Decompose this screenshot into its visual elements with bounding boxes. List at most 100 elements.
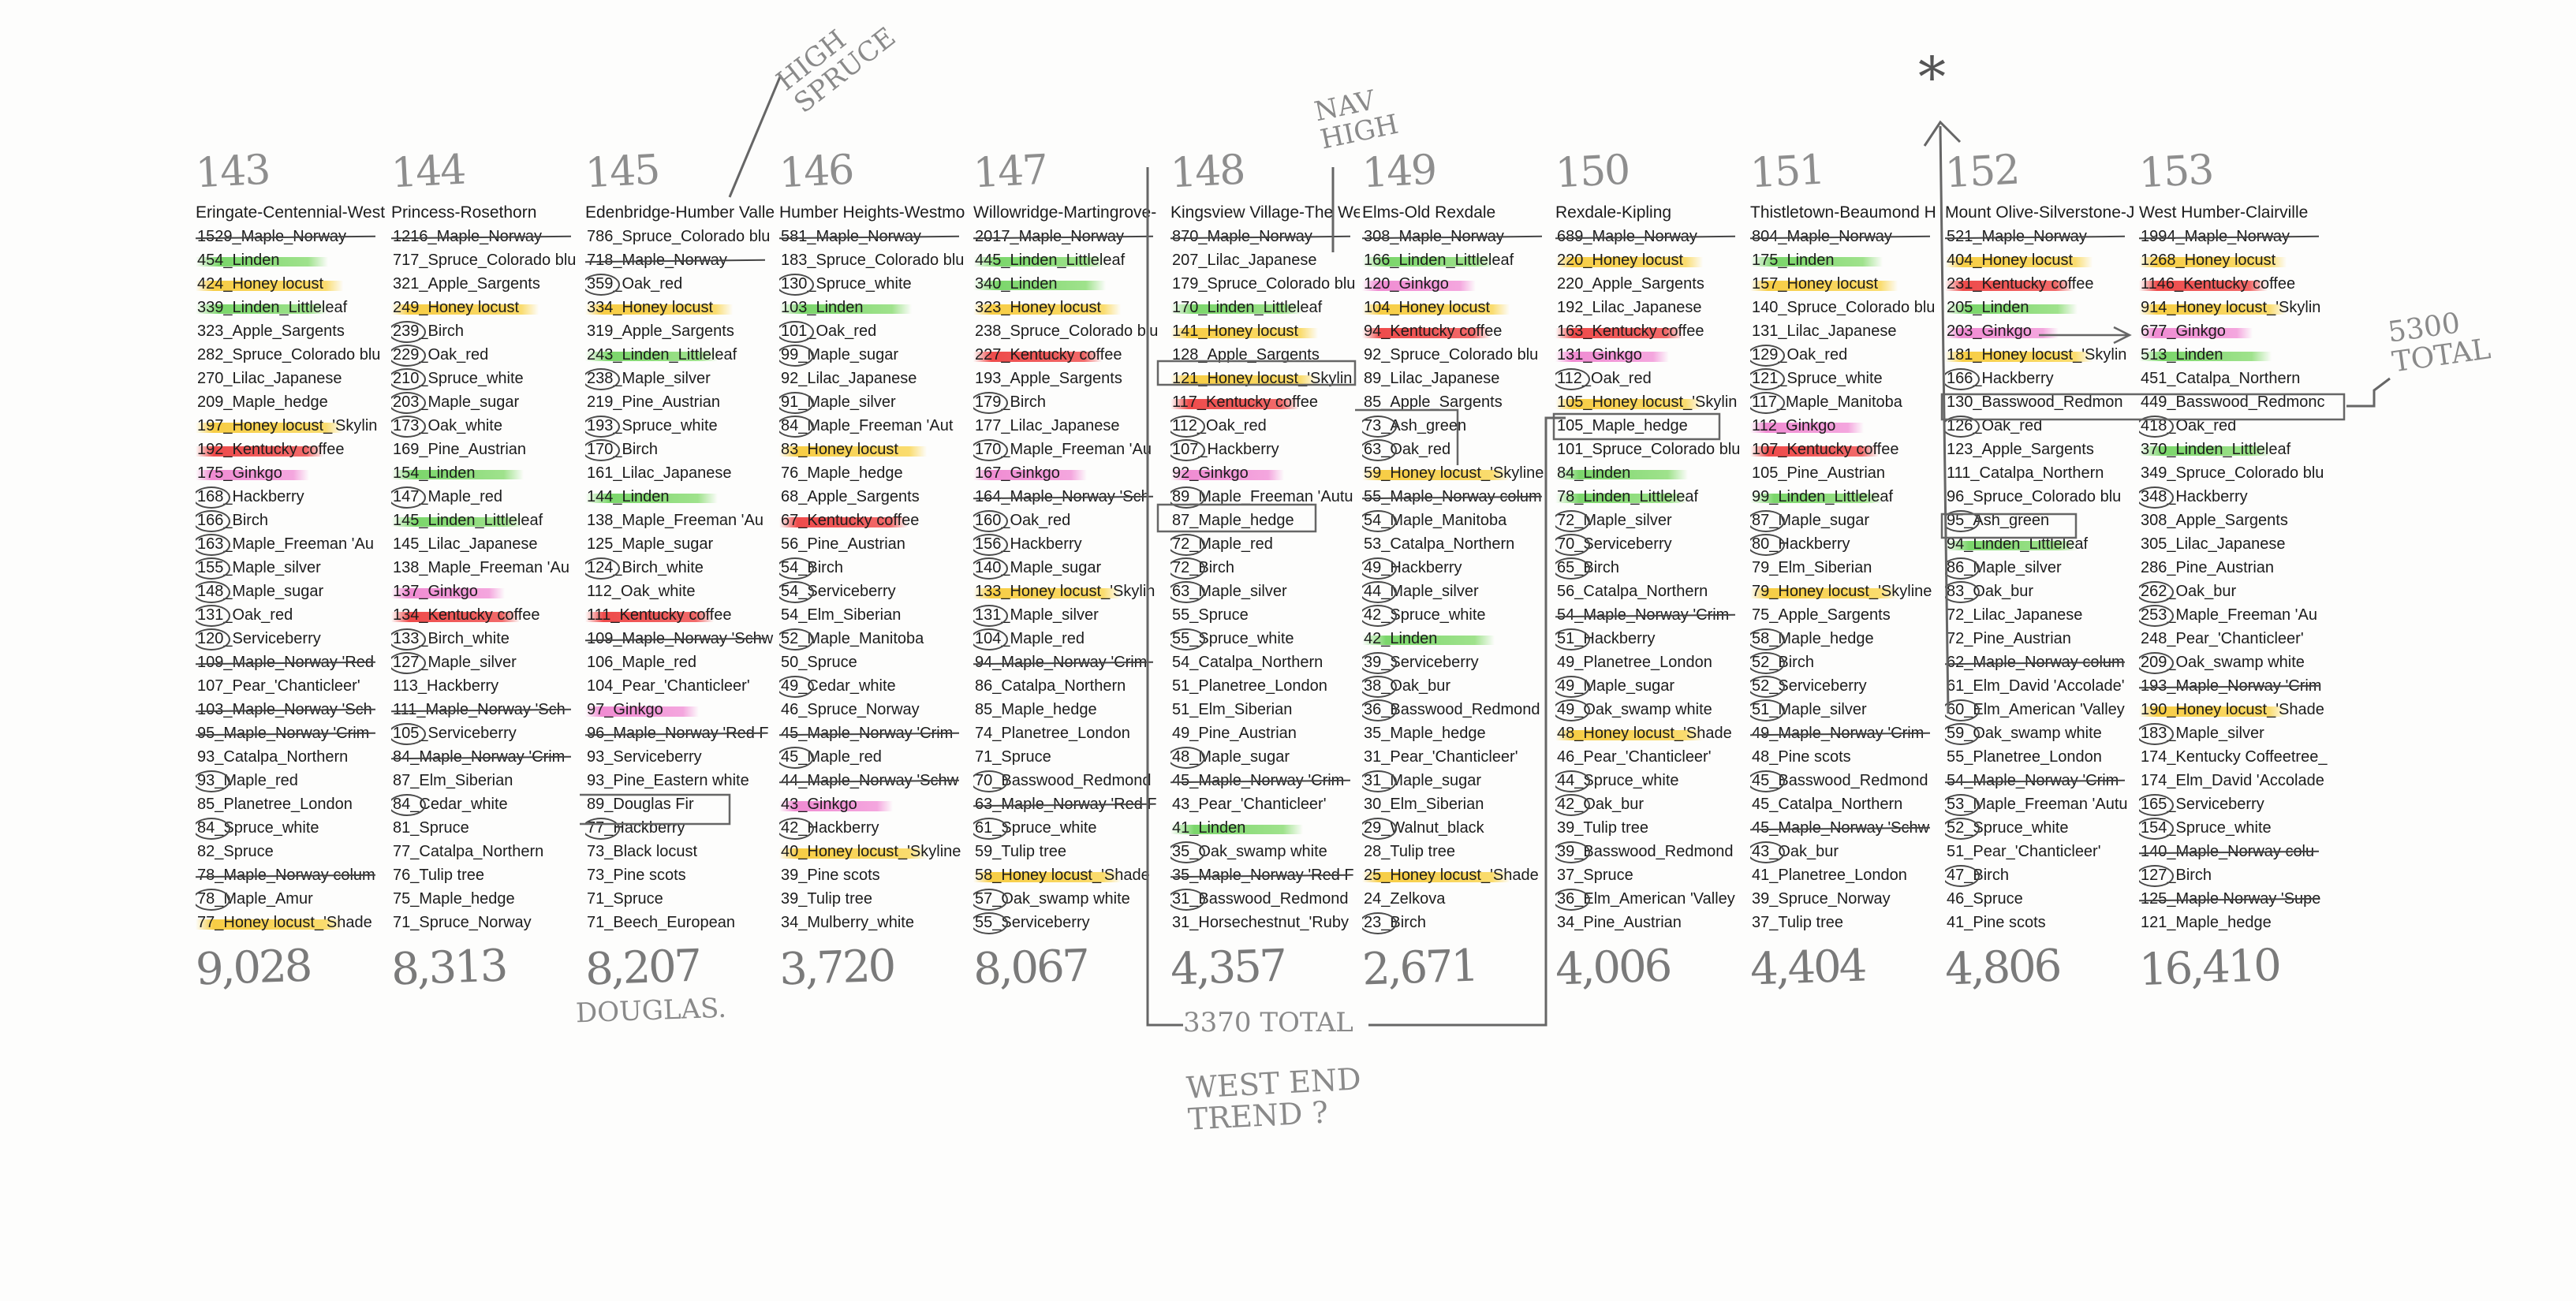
tree-count-row: 181_Honey locust_'Skylin — [1945, 343, 2134, 367]
tree-count-row: 62_Maple_Norway colum — [1945, 650, 2134, 674]
tree-count-row: 120_Ginkgo — [1362, 272, 1551, 296]
tree-count-row: 48_Honey locust_'Shade — [1555, 721, 1745, 745]
tree-count-row: 804_Maple_Norway — [1750, 225, 1939, 248]
tree-count-row: 117_Maple_Manitoba — [1750, 390, 1939, 414]
tree-count-row: 25_Honey locust_'Shade — [1362, 863, 1551, 887]
tree-count-row: 72_Lilac_Japanese — [1947, 606, 2083, 624]
tree-count-row: 61_Elm_David 'Accolade' — [1947, 677, 2125, 695]
tree-count-row: 48_Pine scots — [1752, 748, 1851, 766]
tree-count-row: 56_Catalpa_Northern — [1557, 583, 1708, 600]
tree-count-row: 43_Oak_bur — [1750, 840, 1939, 863]
tree-count-row: 78_Maple_Amur — [196, 887, 385, 911]
tree-count-row: 148_Maple_sugar — [196, 580, 385, 603]
tree-count-row: 131_Ginkgo — [1555, 343, 1745, 367]
tree-count-row: 117_Kentucky coffee — [1170, 390, 1360, 414]
tree-count-row: 24_Zelkova — [1364, 890, 1446, 908]
tree-count-row: 220_Apple_Sargents — [1557, 275, 1704, 293]
tree-count-row: 155_Maple_silver — [196, 556, 385, 580]
tree-count-row: 47_Birch — [1945, 863, 2134, 887]
tree-count-row: 127_Birch — [2139, 863, 2328, 887]
tree-count-row: 59_Oak_swamp white — [1945, 721, 2134, 745]
tree-count-row: 133_Birch_white — [391, 627, 581, 650]
tree-count-row: 134_Kentucky coffee — [391, 603, 581, 627]
tree-count-row: 54_Maple_Norway 'Crim — [1555, 603, 1745, 627]
tree-count-row: 75_Maple_hedge — [393, 890, 515, 908]
tree-count-row: 71_Beech_European — [587, 914, 735, 931]
tree-count-row: 53_Maple_Freeman 'Autu — [1945, 792, 2134, 816]
tree-count-row: 112_Oak_red — [1170, 414, 1360, 438]
tree-count-row: 74_Planetree_London — [975, 725, 1130, 742]
tree-count-row: 111_Maple_Norway 'Sch — [391, 698, 581, 721]
tree-count-row: 39_Tulip tree — [1557, 819, 1648, 837]
tree-count-row: 52_Serviceberry — [1750, 674, 1939, 698]
tree-count-row: 2017_Maple_Norway — [973, 225, 1163, 248]
tree-count-row: 49_Pine_Austrian — [1172, 725, 1297, 742]
tree-count-row: 83_Honey locust — [779, 438, 969, 461]
tree-count-row: 133_Honey locust_'Skylin — [973, 580, 1163, 603]
tree-count-row: 175_Linden — [1750, 248, 1939, 272]
tree-count-row: 193_Apple_Sargents — [975, 370, 1122, 387]
tree-count-row: 81_Spruce — [393, 819, 469, 837]
tree-count-row: 97_Ginkgo — [585, 698, 775, 721]
neighbourhood-name: Mount Olive-Silverstone-J — [1945, 203, 2134, 222]
neighbourhood-name: Kingsview Village-The We — [1170, 203, 1360, 222]
neighbourhood-name: Rexdale-Kipling — [1555, 203, 1672, 222]
tree-count-row: 39_Tulip tree — [781, 890, 872, 908]
tree-count-row: 140_Maple_sugar — [973, 556, 1163, 580]
neighbourhood-name: West Humber-Clairville — [2139, 203, 2309, 222]
tree-count-row: 49_Hackberry — [1362, 556, 1551, 580]
tree-count-row: 167_Ginkgo — [973, 461, 1163, 485]
tree-count-row: 78_Maple_Norway colum — [196, 863, 385, 887]
tree-count-row: 173_Oak_white — [391, 414, 581, 438]
tree-count-row: 43_Pear_'Chanticleer' — [1172, 796, 1327, 813]
tree-count-row: 92_Lilac_Japanese — [781, 370, 917, 387]
tree-count-row: 55_Spruce_white — [1170, 627, 1360, 650]
tree-count-row: 49_Oak_swamp white — [1555, 698, 1745, 721]
tree-count-row: 72_Maple_silver — [1555, 509, 1745, 532]
tree-count-row: 29_Walnut_black — [1362, 816, 1551, 840]
tree-count-row: 103_Maple_Norway 'Sch — [196, 698, 385, 721]
tree-count-row: 1146_Kentucky coffee — [2139, 272, 2328, 296]
tree-count-row: 38_Oak_bur — [1362, 674, 1551, 698]
neighbourhood-name: Elms-Old Rexdale — [1362, 203, 1496, 222]
tree-count-row: 323_Honey locust — [973, 296, 1163, 319]
tree-count-row: 36_Elm_American 'Valley — [1555, 887, 1745, 911]
tree-count-row: 73_Black locust — [587, 843, 698, 860]
tree-count-row: 73_Pine scots — [587, 867, 686, 884]
tree-count-row: 404_Honey locust — [1945, 248, 2134, 272]
tree-count-row: 51_Maple_silver — [1750, 698, 1939, 721]
tree-count-row: 105_Pine_Austrian — [1752, 464, 1886, 482]
tree-count-row: 174_Elm_David 'Accolade — [2141, 772, 2324, 789]
tree-count-row: 190_Honey locust_'Shade — [2139, 698, 2328, 721]
tree-count-row: 43_Ginkgo — [779, 792, 969, 816]
tree-count-row: 39_Pine scots — [781, 867, 880, 884]
tree-count-row: 270_Lilac_Japanese — [197, 370, 342, 387]
neighbourhood-name: Edenbridge-Humber Valle — [585, 203, 775, 222]
tree-count-row: 72_Birch — [1170, 556, 1360, 580]
tree-count-row: 243_Linden_Littleleaf — [585, 343, 775, 367]
tree-count-row: 160_Oak_red — [973, 509, 1163, 532]
tree-count-row: 76_Maple_hedge — [781, 464, 903, 482]
tree-count-row: 209_Oak_swamp white — [2139, 650, 2328, 674]
tree-count-row: 107_Hackberry — [1170, 438, 1360, 461]
tree-count-row: 128_Apple_Sargents — [1172, 346, 1320, 363]
tree-count-row: 50_Spruce — [781, 654, 857, 671]
tree-count-row: 70_Basswood_Redmond — [973, 769, 1163, 792]
tree-count-row: 91_Maple_silver — [779, 390, 969, 414]
tree-count-row: 39_Spruce_Norway — [1752, 890, 1891, 908]
tree-count-row: 85_Apple_Sargents — [1364, 393, 1503, 411]
tree-count-row: 138_Maple_Freeman 'Au — [587, 512, 763, 529]
tree-count-row: 147_Maple_red — [391, 485, 581, 509]
tree-count-row: 227_Kentucky coffee — [973, 343, 1163, 367]
tree-count-row: 103_Linden — [779, 296, 969, 319]
tree-count-row: 52_Birch — [1750, 650, 1939, 674]
tree-count-row: 105_Honey locust_'Skylin — [1555, 390, 1745, 414]
